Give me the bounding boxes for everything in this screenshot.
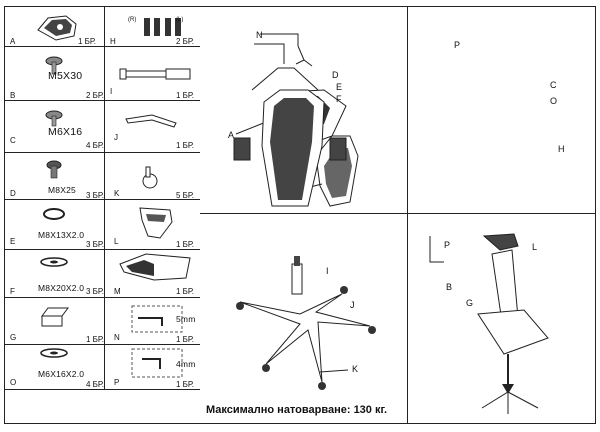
- part-f-flat-washer-icon: [40, 253, 191, 281]
- part-qty: 3 БР.: [86, 240, 104, 249]
- part-letter: A: [10, 37, 16, 46]
- part-qty: 2 БР.: [176, 37, 194, 46]
- part-size: M5X30: [48, 70, 83, 82]
- step-3-label: K: [352, 364, 359, 374]
- part-qty: 3 БР.: [86, 287, 104, 296]
- parts-row-f-m: M8X20X2.0 F 3 БР. M 1 БР.: [4, 250, 200, 298]
- part-letter: K: [114, 189, 120, 198]
- part-size: 4mm: [176, 359, 196, 369]
- step-3-label: I: [326, 266, 329, 276]
- max-load-note: Максимално натоварване: 130 кг.: [206, 404, 388, 416]
- part-o-washer-icon: [40, 348, 183, 378]
- part-d-bolt-icon: [46, 160, 158, 189]
- step-4-headrest-drawing: [429, 233, 549, 414]
- part-b-screw-icon: [45, 56, 191, 80]
- part-size: 5mm: [176, 314, 196, 324]
- step-1-label: A: [228, 130, 235, 140]
- part-letter: H: [110, 37, 116, 46]
- step-2-label: O: [550, 96, 558, 106]
- part-letter: G: [10, 333, 17, 342]
- part-c-screw-icon: [45, 110, 177, 128]
- part-letter: I: [110, 87, 113, 96]
- part-qty: 1 БР.: [176, 240, 194, 249]
- part-letter: J: [114, 133, 118, 142]
- part-letter: P: [114, 378, 120, 387]
- part-qty: 4 БР.: [86, 380, 104, 389]
- part-g-clip-icon: [41, 305, 183, 333]
- part-qty: 2 БР.: [86, 91, 104, 100]
- part-qty: 3 БР.: [86, 191, 104, 200]
- assembly-steps: N D E F A M P C O H I: [200, 6, 596, 424]
- step-1-label: N: [256, 30, 263, 40]
- step-2-label: H: [558, 144, 565, 154]
- step-3-panel: [200, 214, 408, 424]
- part-letter: E: [10, 237, 16, 246]
- step-2-label: P: [454, 40, 461, 50]
- part-qty: 1 БР.: [176, 380, 194, 389]
- h-side-right: (R): [128, 17, 137, 23]
- parts-column-divider: [104, 6, 105, 390]
- part-qty: 1 БР.: [78, 37, 96, 46]
- part-letter: O: [10, 378, 17, 387]
- h-side-left: (L): [176, 17, 184, 23]
- part-qty: 1 БР.: [86, 335, 104, 344]
- part-size: M6X16: [48, 126, 83, 138]
- part-qty: 5 БР.: [176, 191, 194, 200]
- parts-row-o-p: M6X16X2.0 O 4 БР. P 4mm 1 БР.: [4, 345, 200, 390]
- step-1-label: E: [336, 82, 343, 92]
- step-2-armrest-drawing: [233, 43, 347, 207]
- step-4-label: G: [466, 298, 474, 308]
- part-letter: C: [10, 136, 16, 145]
- part-qty: 4 БР.: [86, 141, 104, 150]
- step-1-panel: [200, 6, 408, 214]
- step-4-label: L: [532, 242, 538, 252]
- part-qty: 1 БР.: [176, 335, 194, 344]
- step-1-label: D: [332, 70, 339, 80]
- part-letter: M: [114, 287, 121, 296]
- step-4-label: B: [446, 282, 453, 292]
- step-4-label: P: [444, 240, 451, 250]
- part-e-spring-washer-icon: [43, 207, 173, 239]
- parts-row-b-i: M5X30 B 2 БР. I 1 БР.: [4, 47, 200, 101]
- part-size: M8X25: [48, 185, 76, 195]
- part-size: M8X13X2.0: [38, 230, 85, 240]
- parts-row-a-h: A 1 БР. H (R) (L) 2 БР.: [4, 6, 200, 47]
- parts-row-c-j: M6X16 C 4 БР. J 1 БР.: [4, 101, 200, 153]
- parts-row-d-k: M8X25 D 3 БР. K 5 БР.: [4, 153, 200, 200]
- part-a-seat-base-icon: [37, 15, 181, 41]
- step-2-panel: [408, 6, 596, 214]
- step-1-label: F: [336, 94, 342, 104]
- parts-row-g-n: G 1 БР. N 5mm 1 БР.: [4, 298, 200, 345]
- parts-row-e-l: M8X13X2.0 E 3 БР. L 1 БР.: [4, 200, 200, 250]
- part-letter: L: [114, 237, 119, 246]
- part-size: M8X20X2.0: [38, 283, 85, 293]
- part-size: M6X16X2.0: [38, 369, 85, 379]
- step-3-base-drawing: [236, 256, 376, 390]
- step-3-label: J: [350, 300, 355, 310]
- part-letter: B: [10, 91, 16, 100]
- parts-list: A 1 БР. H (R) (L) 2 БР. M5X30 B 2 БР. I …: [4, 6, 200, 390]
- part-qty: 1 БР.: [176, 287, 194, 296]
- part-letter: D: [10, 189, 16, 198]
- outer-frame: [4, 6, 596, 424]
- part-letter: N: [114, 333, 120, 342]
- part-qty: 1 БР.: [176, 141, 194, 150]
- part-letter: F: [10, 287, 15, 296]
- step-2-label: C: [550, 80, 557, 90]
- part-qty: 1 БР.: [176, 91, 194, 100]
